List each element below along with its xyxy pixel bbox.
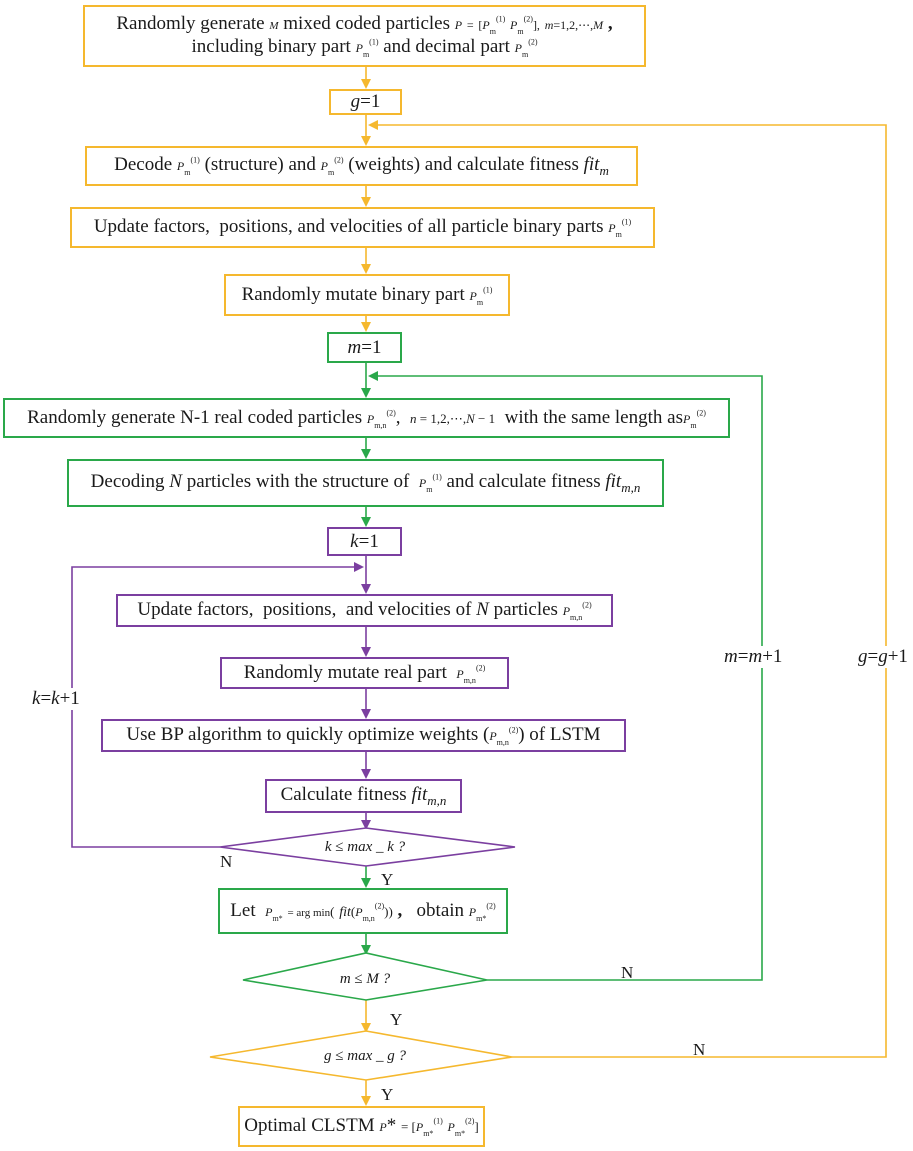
m-check-decision: m ≤ M ?	[339, 970, 391, 987]
k-increment-label: k=k+1	[30, 688, 82, 710]
k-check-decision: k ≤ max _ k ?	[324, 838, 406, 855]
calc-fitness-step: Calculate fitness fitm,n	[265, 779, 462, 813]
g-check-decision: g ≤ max _ g ?	[324, 1047, 406, 1064]
m-init-step: m=1	[327, 332, 402, 363]
g-init-step: g=1	[329, 89, 402, 115]
gen-real-particles-step: Randomly generate N-1 real coded particl…	[3, 398, 730, 438]
decode-step: Decode Pm(1) (structure) and Pm(2) (weig…	[85, 146, 638, 186]
update-binary-step: Update factors, positions, and velocitie…	[70, 207, 655, 248]
init-line-2: including binary part Pm(1) and decimal …	[191, 36, 538, 59]
k-yes-label: Y	[381, 870, 394, 889]
optimal-clstm-step: Optimal CLSTM P* = [Pm*(1) Pm*(2)]	[238, 1106, 485, 1147]
mutate-binary-step: Randomly mutate binary part Pm(1)	[224, 274, 510, 316]
mutate-real-step: Randomly mutate real part Pm,n(2)	[220, 657, 509, 689]
m-increment-label: m=m+1	[722, 646, 785, 668]
g-increment-label: g=g+1	[856, 646, 910, 668]
update-n-step: Update factors, positions, and velocitie…	[116, 594, 613, 627]
init-line-1: Randomly generate M mixed coded particle…	[116, 13, 613, 36]
bp-optimize-step: Use BP algorithm to quickly optimize wei…	[101, 719, 626, 752]
m-yes-label: Y	[390, 1010, 403, 1029]
decode-n-step: Decoding N particles with the structure …	[67, 459, 664, 507]
m-no-label: N	[621, 963, 634, 982]
init-particles-step: Randomly generate M mixed coded particle…	[83, 5, 646, 67]
g-yes-label: Y	[381, 1085, 394, 1104]
g-no-label: N	[693, 1040, 706, 1059]
k-no-label: N	[220, 852, 233, 871]
k-init-step: k=1	[327, 527, 402, 556]
let-best-step: Let Pm* = arg min( fit(Pm,n(2))) , obtai…	[218, 888, 508, 934]
